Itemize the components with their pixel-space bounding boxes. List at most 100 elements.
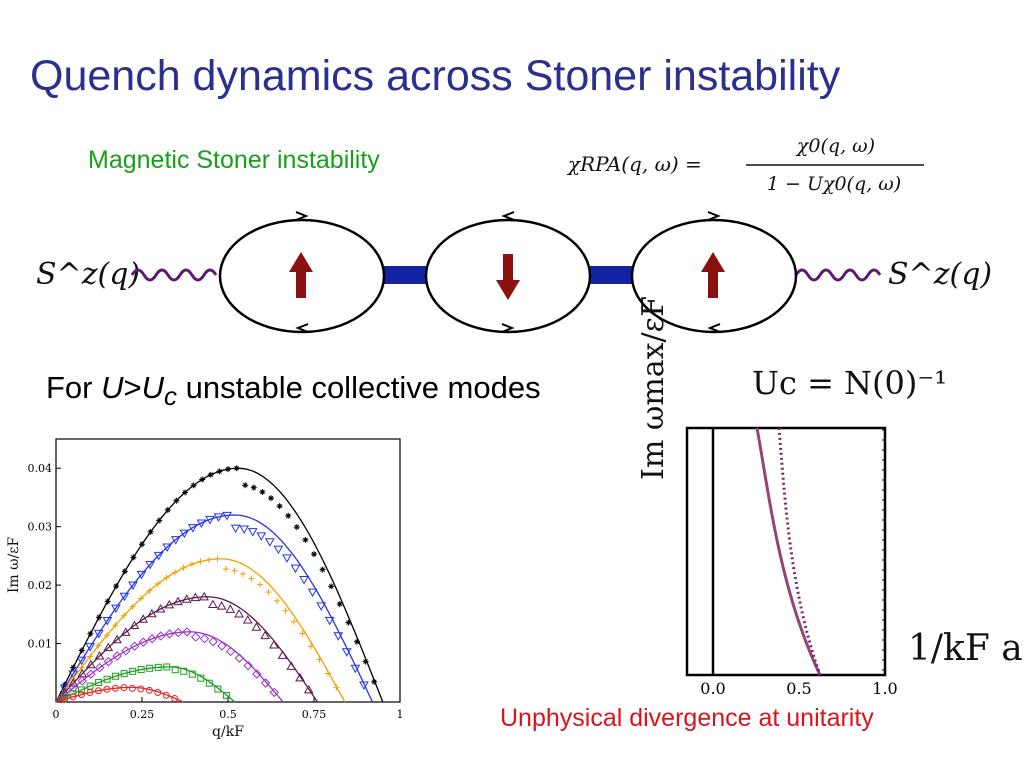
data-marker: [222, 566, 229, 573]
data-marker: [354, 638, 360, 645]
data-marker: [333, 632, 344, 641]
y-tick-label: 0.02: [28, 579, 53, 592]
data-marker: [173, 497, 180, 504]
data-marker: [138, 637, 149, 647]
data-marker: [129, 603, 136, 610]
data-marker: [307, 588, 318, 598]
data-marker: [319, 566, 326, 573]
x-tick-label: 0.5: [219, 708, 237, 721]
interaction-bar-2: [588, 266, 636, 284]
data-marker: [336, 601, 343, 608]
data-marker: [112, 634, 122, 644]
data-marker: [138, 614, 149, 623]
plot-frame: [685, 426, 887, 677]
data-marker: [179, 529, 190, 539]
data-marker: [290, 618, 297, 625]
data-marker: [180, 564, 187, 571]
data-marker: [199, 633, 210, 644]
data-marker: [162, 691, 170, 699]
spin-down-arrow: [496, 254, 520, 300]
spin-up-arrow: [701, 252, 725, 298]
data-marker: [137, 666, 145, 674]
data-marker: [371, 678, 378, 685]
data-marker: [277, 650, 288, 659]
y-tick-label: 0.01: [28, 638, 53, 651]
data-marker: [93, 629, 104, 639]
data-marker: [147, 528, 154, 535]
data-marker: [217, 641, 227, 651]
data-marker: [256, 532, 267, 541]
data-marker: [230, 524, 241, 534]
data-marker: [181, 594, 192, 603]
chart-series: [55, 465, 384, 703]
data-marker: [173, 596, 183, 606]
data-marker: [307, 643, 314, 650]
data-marker: [269, 687, 280, 698]
data-marker: [256, 581, 263, 588]
data-marker: [68, 678, 79, 687]
data-marker: [156, 631, 166, 641]
left-wavy-line: [130, 268, 218, 282]
data-marker: [156, 517, 163, 524]
data-marker: [68, 670, 78, 680]
right-x-axis-label: 1/kF a: [908, 628, 1023, 669]
right-wavy-line: [794, 268, 882, 282]
data-marker: [197, 558, 204, 565]
data-marker: [146, 608, 157, 618]
x-axis-label: q/kF: [212, 724, 244, 740]
data-marker: [234, 653, 245, 663]
subtitle: Magnetic Stoner instability: [88, 146, 380, 174]
data-marker: [247, 528, 258, 537]
data-marker: [103, 632, 110, 639]
data-marker: [199, 591, 210, 601]
data-marker: [171, 695, 179, 703]
bubble-1: [218, 211, 386, 334]
data-marker: [233, 465, 240, 472]
data-marker: [250, 484, 257, 491]
data-marker: [276, 503, 283, 510]
data-marker: [76, 656, 87, 666]
data-marker: [103, 675, 111, 683]
data-marker: [222, 691, 230, 699]
data-marker: [316, 656, 323, 663]
x-tick-label: 1.0: [872, 679, 897, 698]
chart-series: [55, 663, 236, 703]
data-marker: [311, 551, 317, 558]
data-marker: [121, 568, 128, 575]
data-marker: [207, 471, 214, 478]
data-marker: [199, 476, 206, 483]
solid-curve: [755, 427, 822, 676]
data-marker: [113, 583, 120, 590]
data-marker: [112, 651, 122, 661]
data-marker: [234, 608, 244, 618]
data-marker: [362, 658, 369, 665]
bubble-2: [424, 211, 592, 334]
data-marker: [173, 627, 183, 638]
data-marker: [259, 488, 266, 495]
data-marker: [120, 627, 131, 636]
x-tick-label: 0.25: [130, 708, 155, 721]
data-marker: [190, 592, 201, 602]
data-marker: [120, 670, 128, 678]
data-marker: [86, 669, 96, 679]
interaction-bar-1: [384, 266, 432, 284]
series-line: [55, 686, 184, 703]
data-marker: [112, 622, 119, 629]
data-marker: [208, 599, 218, 608]
data-marker: [120, 612, 127, 619]
data-marker: [103, 656, 114, 667]
data-marker: [268, 495, 274, 502]
data-marker: [239, 525, 250, 535]
data-marker: [303, 684, 314, 694]
data-marker: [243, 660, 253, 671]
data-marker: [286, 661, 297, 670]
data-marker: [120, 684, 128, 692]
data-marker: [252, 669, 262, 679]
data-marker: [225, 646, 236, 657]
data-marker: [251, 622, 262, 631]
data-marker: [324, 616, 335, 626]
data-marker: [260, 678, 271, 688]
series-line: [55, 666, 236, 703]
